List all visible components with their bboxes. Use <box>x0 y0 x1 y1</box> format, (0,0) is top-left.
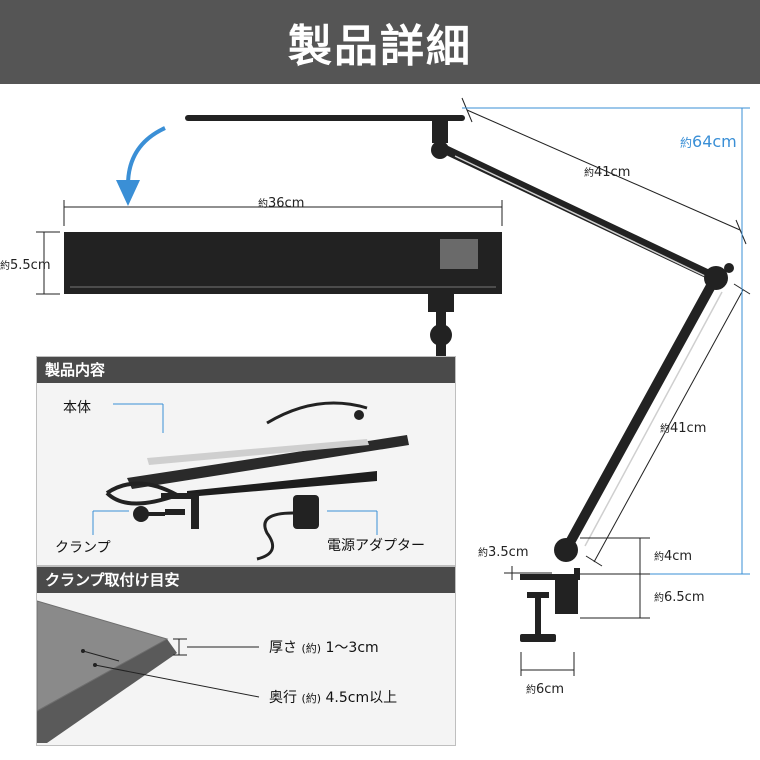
dim-total-height: 約64cm <box>680 132 737 151</box>
clamp-guide-panel: クランプ取付け目安 厚さ (約) 1〜3cm 奥行 (約) 4.5cm以上 <box>36 566 456 746</box>
dim-head-width: 約36cm <box>258 196 305 211</box>
lamp-head-front <box>64 232 502 294</box>
upper-arm <box>441 145 717 281</box>
dim-upper-arm: 約41cm <box>584 165 631 180</box>
desk-illustration <box>37 600 260 743</box>
rotate-arrow-icon <box>126 126 166 186</box>
contents-item-body: 本体 <box>63 400 91 416</box>
clamp-depth: 奥行 (約) 4.5cm以上 <box>269 690 398 706</box>
contents-panel-title: 製品内容 <box>37 357 455 383</box>
clamp-guide-title: クランプ取付け目安 <box>37 567 455 593</box>
page-title: 製品詳細 <box>0 0 760 84</box>
contents-illustration <box>92 401 409 561</box>
clamp <box>520 574 578 614</box>
lamp-diagram <box>36 97 751 676</box>
dim-clamp-base: 約6cm <box>526 682 565 697</box>
contents-panel: 製品内容 本体 クランプ 電源アダプター <box>36 356 456 566</box>
dim-head-depth: 約5.5cm <box>0 258 51 273</box>
dim-clamp-jaw: 約3.5cm <box>478 545 529 560</box>
lower-arm <box>563 279 717 551</box>
lamp-head-side <box>185 115 465 121</box>
dim-clamp-lower: 約6.5cm <box>654 590 705 605</box>
clamp-thickness: 厚さ (約) 1〜3cm <box>269 640 379 656</box>
contents-item-adapter: 電源アダプター <box>327 538 425 554</box>
dim-clamp-upper: 約4cm <box>654 549 693 564</box>
dim-lower-arm: 約41cm <box>660 421 707 436</box>
contents-item-clamp: クランプ <box>55 540 111 556</box>
